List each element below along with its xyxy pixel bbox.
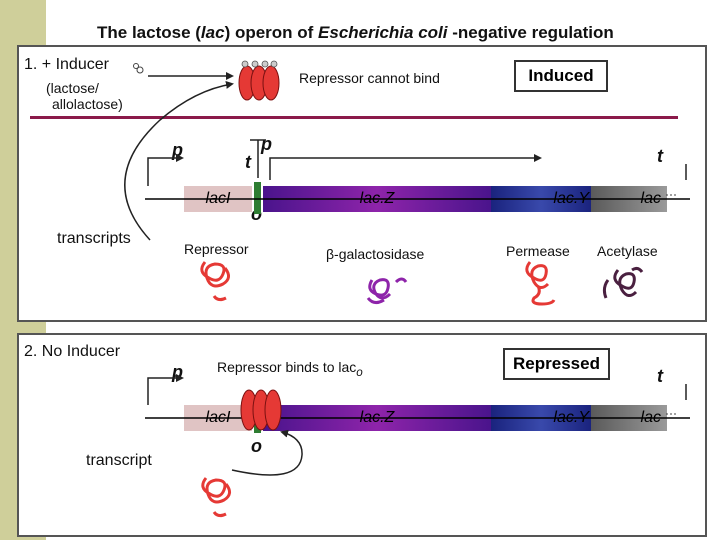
repressor-binding-arrow xyxy=(231,429,303,476)
no-inducer-heading: 2. No Inducer xyxy=(24,343,121,360)
repressor-bound-operator xyxy=(240,389,282,431)
inducer-note-line2: allolactose) xyxy=(52,96,123,112)
promoter-lac-label: p xyxy=(261,134,272,154)
transcripts-label: transcripts xyxy=(57,230,131,247)
transcript-label: transcript xyxy=(86,452,152,469)
repressor-protein-coil xyxy=(200,261,230,302)
inducer-note-line1: (lactose/ xyxy=(46,80,99,96)
inducer-molecule xyxy=(136,66,144,74)
terminator-lacI-label: t xyxy=(245,152,251,172)
promoter-lacI-label: p xyxy=(172,140,183,160)
product-galactosidase-label: β-galactosidase xyxy=(326,246,425,262)
induced-badge: Induced xyxy=(514,60,608,92)
repressor-protein-coil-2 xyxy=(201,477,231,518)
promoter-arrow-lacI-2 xyxy=(147,374,184,405)
promoter-arrow-lacI xyxy=(147,154,184,186)
product-permease-label: Permease xyxy=(506,243,570,259)
operator-label-2: o xyxy=(251,436,262,456)
product-repressor-label: Repressor xyxy=(184,241,249,257)
terminator-end-label-2: t xyxy=(657,366,663,386)
repressor-binds-label: Repressor binds to laco xyxy=(217,359,363,379)
acetylase-protein-coil xyxy=(602,266,644,299)
transcript-to-repressor-arrow xyxy=(124,81,234,241)
permease-protein-coil xyxy=(525,261,556,306)
product-acetylase-label: Acetylase xyxy=(597,243,658,259)
galactosidase-protein-coil xyxy=(366,277,408,305)
terminator-lacI-mark xyxy=(250,139,266,178)
repressor-with-inducer xyxy=(238,60,280,101)
promoter-label-2: p xyxy=(172,362,183,382)
operator-label: o xyxy=(251,204,262,224)
terminator-end-label: t xyxy=(657,146,663,166)
repressor-cannot-bind-label: Repressor cannot bind xyxy=(299,70,440,86)
page-title: The lactose (lac) operon of Escherichia … xyxy=(97,23,614,42)
operator-box xyxy=(254,182,261,214)
repressed-badge: Repressed xyxy=(503,348,610,380)
inducer-heading: 1. + Inducer xyxy=(24,56,109,73)
dna-line-top xyxy=(30,116,678,119)
promoter-arrow-lac xyxy=(269,154,542,180)
